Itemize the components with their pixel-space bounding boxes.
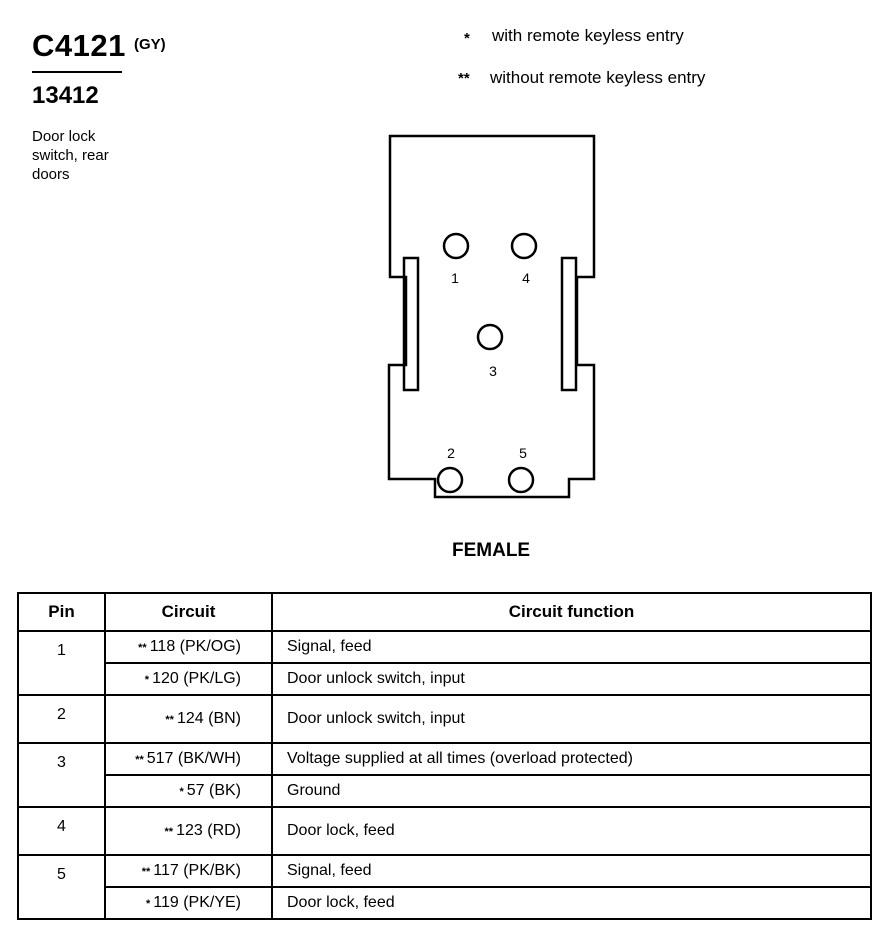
circuit-cell: **124 (BN) [104, 694, 273, 744]
left-latch-slot [402, 256, 420, 392]
pin-number-cell: 5 [17, 854, 106, 920]
option-mark: ** [164, 826, 174, 838]
pin-4-cavity [510, 232, 538, 260]
pin-4-label: 4 [522, 270, 530, 286]
function-cell: Door lock, feed [271, 806, 872, 856]
connector-id: C4121 [32, 28, 126, 63]
table-row: 5 **117 (PK/BK) Signal, feed [17, 854, 872, 920]
pin-number-cell: 2 [17, 694, 106, 744]
table-row: *120 (PK/LG) Door unlock switch, input [18, 662, 872, 696]
legend-text-rke: with remote keyless entry [492, 26, 684, 45]
circuit-value: 123 (RD) [176, 822, 241, 839]
table-row: 3 **517 (BK/WH) Voltage supplied at all … [17, 742, 872, 808]
circuit-cell: **117 (PK/BK) [104, 854, 273, 888]
circuit-cell: **123 (RD) [104, 806, 273, 856]
pin-3-cavity [476, 323, 504, 351]
option-mark: ** [135, 754, 144, 766]
circuit-value: 117 (PK/BK) [153, 862, 241, 879]
function-cell: Door lock, feed [271, 886, 872, 920]
option-mark: ** [138, 642, 147, 654]
connector-outline [387, 134, 596, 499]
column-header-pin: Pin [17, 592, 106, 632]
pin-number-cell: 1 [17, 630, 106, 696]
circuit-value: 118 (PK/OG) [149, 638, 241, 655]
option-mark: * [145, 898, 151, 910]
component-description: Door lock switch, rear doors [32, 128, 109, 183]
option-mark: ** [141, 866, 151, 878]
function-cell: Signal, feed [271, 630, 872, 664]
function-cell: Voltage supplied at all times (overload … [271, 742, 872, 776]
circuit-value: 517 (BK/WH) [146, 750, 241, 767]
part-number: 13412 [32, 82, 99, 109]
circuit-cell: *120 (PK/LG) [104, 662, 273, 696]
circuit-cell: *119 (PK/YE) [104, 886, 273, 920]
column-header-function: Circuit function [271, 592, 872, 632]
circuit-value: 57 (BK) [186, 782, 241, 799]
legend-mark-rke: * [464, 30, 470, 47]
circuit-cell: **118 (PK/OG) [104, 630, 273, 664]
right-latch-slot [560, 256, 578, 392]
connector-face-diagram: 1 4 3 2 5 [387, 134, 596, 499]
title-underline [32, 71, 122, 73]
table-row: *119 (PK/YE) Door lock, feed [18, 886, 872, 920]
table-row: 2 **124 (BN) Door unlock switch, input [17, 694, 872, 744]
table-row: 1 **118 (PK/OG) Signal, feed [17, 630, 872, 696]
legend-text-no-rke: without remote keyless entry [490, 68, 706, 87]
option-mark: * [179, 786, 184, 798]
pin-1-cavity [442, 232, 470, 260]
function-cell: Signal, feed [271, 854, 872, 888]
pin-2-label: 2 [447, 445, 455, 461]
pin-5-cavity [507, 466, 535, 494]
circuit-value: 119 (PK/YE) [153, 894, 241, 911]
table-row: *57 (BK) Ground [18, 774, 872, 808]
table-header-row: Pin Circuit Circuit function [17, 592, 872, 632]
function-cell: Door unlock switch, input [271, 694, 872, 744]
table-row: 4 **123 (RD) Door lock, feed [17, 806, 872, 856]
pin-number-cell: 4 [17, 806, 106, 856]
circuit-cell: **517 (BK/WH) [104, 742, 273, 776]
circuit-value: 124 (BN) [176, 710, 241, 727]
legend-mark-no-rke: ** [458, 70, 470, 87]
option-mark: ** [165, 714, 174, 726]
pin-number-cell: 3 [17, 742, 106, 808]
function-cell: Door unlock switch, input [271, 662, 872, 696]
option-mark: * [144, 674, 150, 686]
pin-3-label: 3 [489, 363, 497, 379]
connector-gender-label: FEMALE [452, 540, 531, 561]
pin-1-label: 1 [451, 270, 459, 286]
column-header-circuit: Circuit [104, 592, 273, 632]
circuit-cell: *57 (BK) [104, 774, 273, 808]
function-cell: Ground [271, 774, 872, 808]
pin-5-label: 5 [519, 445, 527, 461]
circuit-value: 120 (PK/LG) [152, 670, 241, 687]
pin-2-cavity [436, 466, 464, 494]
pinout-table: Pin Circuit Circuit function 1 **118 (PK… [17, 592, 872, 920]
connector-color-code: (GY) [134, 36, 166, 53]
